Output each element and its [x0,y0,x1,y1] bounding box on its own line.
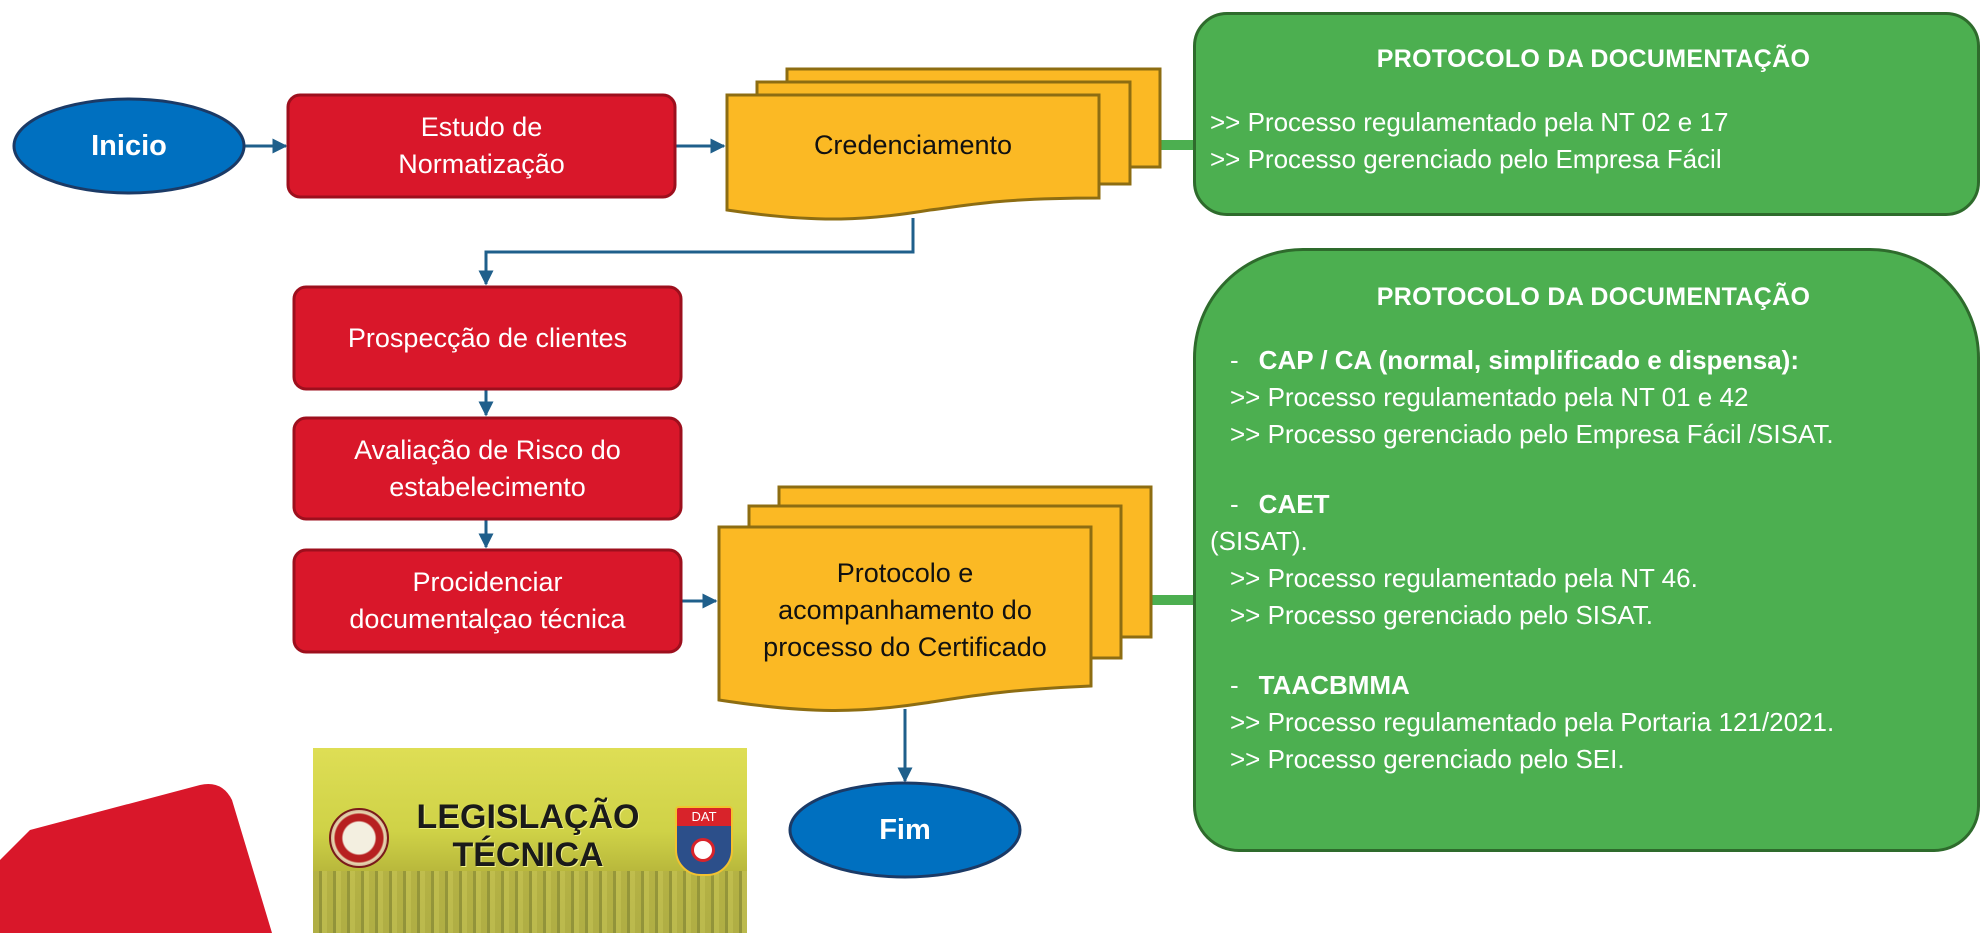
dat-badge-icon: DAT [675,806,733,876]
protocolo-node-shape [717,485,1153,713]
group-caet-heading: CAET [1258,489,1330,519]
panel-top-line-1: >> Processo regulamentado pela NT 02 e 1… [1210,107,1729,137]
panel-top-line-2: >> Processo gerenciado pelo Empresa Fáci… [1210,144,1722,174]
parade-crowd-graphic [313,871,747,933]
group-caet-line-2: >> Processo regulamentado pela NT 46. [1230,563,1698,593]
group-cap-ca-heading: CAP / CA (normal, simplificado e dispens… [1258,345,1799,375]
prospeccao-node-shape [292,285,683,391]
avaliacao-label: Avaliação de Risco do estabelecimento [294,418,681,519]
procidenciar-line-2: documentalçao técnica [349,604,626,634]
procidenciar-label: Procidenciar documentalçao técnica [294,550,681,652]
fim-label: Fim [790,783,1020,877]
group-caet-line-3: >> Processo gerenciado pelo SISAT. [1230,600,1653,630]
dat-badge-mark [691,838,715,862]
fim-node-shape [788,781,1022,879]
connector-credenciamento-prospeccao [478,218,915,286]
credenciamento-label: Credenciamento [727,95,1099,195]
panel-top: PROTOCOLO DA DOCUMENTAÇÃO >> Processo re… [1193,12,1980,216]
group-cap-ca-line-1: >> Processo regulamentado pela NT 01 e 4… [1230,382,1749,412]
estudo-line-1: Estudo de [420,112,543,142]
group-cap-ca-line-2: >> Processo gerenciado pelo Empresa Fáci… [1230,419,1834,449]
group-caet-heading-row: -CAET [1230,486,1977,523]
bullet-dash: - [1230,670,1239,700]
inicio-text: Inicio [91,129,167,162]
group-taacbmma-heading-row: -TAACBMMA [1230,667,1977,704]
procidenciar-line-1: Procidenciar [412,567,563,597]
link-to-panel-top [1160,140,1193,150]
group-caet-line-1: (SISAT). [1210,526,1308,556]
banner-title-line-2: TÉCNICA [452,836,604,874]
credenciamento-node-shape [725,67,1162,221]
protocolo-line-3: processo do Certificado [763,631,1047,662]
avaliacao-line-1: Avaliação de Risco do [354,434,621,465]
prospeccao-text: Prospecção de clientes [347,322,628,353]
group-caet: -CAET (SISAT). >> Processo regulamentado… [1210,486,1977,634]
bullet-dash: - [1230,345,1239,375]
link-to-panel-bottom [1152,595,1193,605]
bullet-dash: - [1230,489,1239,519]
estudo-label: Estudo de Normatização [288,95,675,197]
avaliacao-line-2: estabelecimento [389,471,586,502]
banner-title: LEGISLAÇÃO TÉCNICA [408,798,648,874]
credenciamento-text: Credenciamento [813,129,1013,160]
inicio-node-shape [12,97,246,195]
protocolo-label: Protocolo e acompanhamento do processo d… [719,540,1091,680]
group-cap-ca: -CAP / CA (normal, simplificado e dispen… [1210,342,1977,453]
group-taacbmma-heading: TAACBMMA [1258,670,1410,700]
fim-text: Fim [879,813,931,846]
protocolo-line-2: acompanhamento do [778,594,1032,625]
panel-bottom: PROTOCOLO DA DOCUMENTAÇÃO -CAP / CA (nor… [1193,248,1980,852]
fire-department-seal-icon [329,808,389,868]
decorative-red-shape [0,784,272,933]
banner-title-line-1: LEGISLAÇÃO [416,798,640,836]
panel-top-title: PROTOCOLO DA DOCUMENTAÇÃO [1376,45,1811,73]
group-taacbmma-line-1: >> Processo regulamentado pela Portaria … [1230,707,1835,737]
panel-bottom-title: PROTOCOLO DA DOCUMENTAÇÃO [1376,283,1811,311]
legislacao-tecnica-banner: LEGISLAÇÃO TÉCNICA DAT [313,748,747,933]
avaliacao-node-shape [292,416,683,521]
group-taacbmma: -TAACBMMA >> Processo regulamentado pela… [1210,667,1977,778]
dat-badge-label: DAT [677,808,731,826]
procidenciar-node-shape [292,548,683,654]
estudo-line-2: Normatização [398,149,565,179]
estudo-node-shape [286,93,677,199]
group-cap-ca-heading-row: -CAP / CA (normal, simplificado e dispen… [1230,342,1977,379]
protocolo-line-1: Protocolo e [836,557,974,588]
prospeccao-label: Prospecção de clientes [294,287,681,389]
inicio-label: Inicio [14,99,244,193]
group-taacbmma-line-2: >> Processo gerenciado pelo SEI. [1230,744,1625,774]
